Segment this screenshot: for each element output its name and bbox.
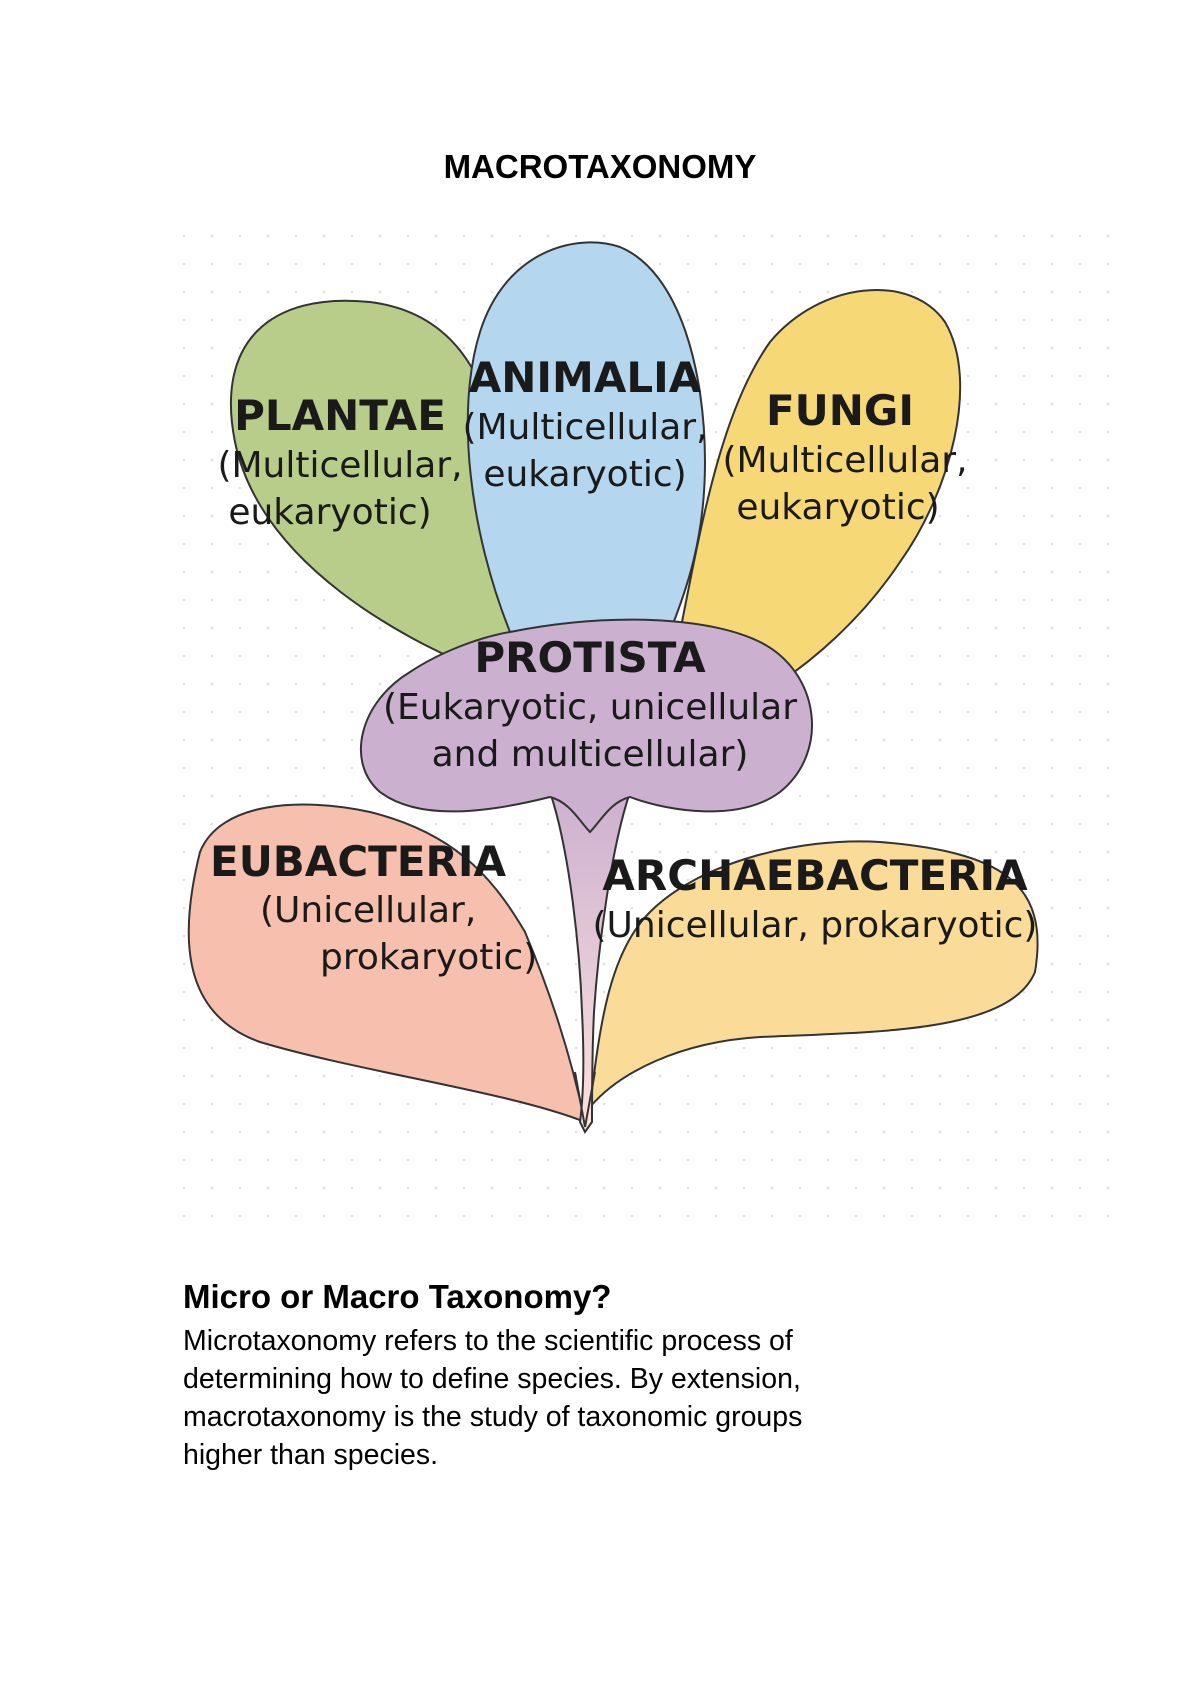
body-line: Microtaxonomy refers to the scientific p… — [183, 1325, 793, 1357]
stem — [548, 791, 632, 1134]
petal-animalia — [466, 241, 707, 633]
label-animalia: ANIMALIA (Multicellular, eukaryotic) — [462, 353, 707, 495]
label-eubacteria: EUBACTERIA (Unicellular, prokaryotic) — [210, 837, 537, 978]
label-fungi: FUNGI (Multicellular, eukaryotic) — [722, 386, 967, 528]
svg-text:PROTISTA: PROTISTA — [474, 633, 706, 682]
page-title: MACROTAXONOMY — [443, 148, 757, 185]
svg-text:eukaryotic): eukaryotic) — [483, 454, 686, 495]
label-protista: PROTISTA (Eukaryotic, unicellular and mu… — [383, 633, 797, 775]
svg-text:eukaryotic): eukaryotic) — [228, 492, 431, 533]
svg-text:ANIMALIA: ANIMALIA — [469, 353, 702, 402]
petal-eubacteria — [187, 803, 587, 1124]
svg-text:(Multicellular,: (Multicellular, — [722, 440, 967, 481]
svg-text:PLANTAE: PLANTAE — [234, 391, 446, 440]
petal-fungi — [678, 288, 962, 684]
svg-text:(Unicellular,: (Unicellular, — [260, 890, 476, 931]
label-plantae: PLANTAE (Multicellular, eukaryotic) — [217, 391, 462, 533]
section-body: Microtaxonomy refers to the scientific p… — [183, 1322, 1003, 1474]
body-line: macrotaxonomy is the study of taxonomic … — [183, 1401, 803, 1433]
svg-text:EUBACTERIA: EUBACTERIA — [210, 837, 506, 886]
body-line: determining how to define species. By ex… — [183, 1363, 801, 1395]
svg-text:FUNGI: FUNGI — [766, 386, 914, 435]
svg-text:(Multicellular,: (Multicellular, — [217, 445, 462, 486]
petal-protista — [359, 618, 813, 834]
svg-text:and multicellular): and multicellular) — [432, 734, 749, 775]
section-heading: Micro or Macro Taxonomy? — [183, 1278, 612, 1315]
petal-archaebacteria — [588, 840, 1039, 1111]
svg-text:eukaryotic): eukaryotic) — [736, 487, 939, 528]
macrotaxonomy-diagram: PLANTAE (Multicellular, eukaryotic) ANIM… — [180, 232, 1120, 1234]
label-archaebacteria: ARCHAEBACTERIA (Unicellular, prokaryotic… — [593, 851, 1038, 946]
body-line: higher than species. — [183, 1439, 439, 1471]
svg-text:prokaryotic): prokaryotic) — [320, 937, 537, 978]
svg-text:(Unicellular, prokaryotic): (Unicellular, prokaryotic) — [593, 905, 1038, 946]
svg-text:(Eukaryotic, unicellular: (Eukaryotic, unicellular — [383, 687, 797, 728]
svg-text:ARCHAEBACTERIA: ARCHAEBACTERIA — [602, 851, 1028, 900]
svg-text:(Multicellular,: (Multicellular, — [462, 407, 707, 448]
